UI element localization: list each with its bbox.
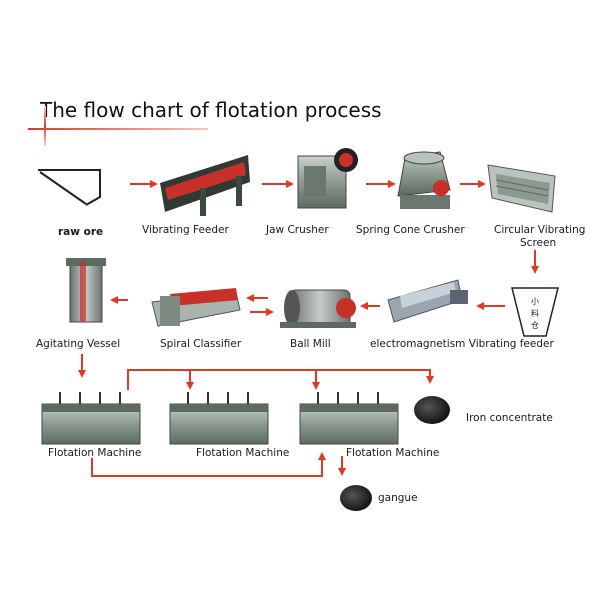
jaw-crusher-icon bbox=[297, 148, 358, 209]
cone-crusher-icon bbox=[397, 151, 451, 209]
feed-bin-icon: 小 料 仓 bbox=[511, 287, 559, 337]
label-electromagnetism-vibrating-feeder: electromagnetism Vibrating feeder bbox=[370, 338, 554, 350]
label-raw-ore: raw ore bbox=[58, 226, 104, 238]
svg-text:小: 小 bbox=[531, 297, 539, 306]
label-spiral-classifier: Spiral Classifier bbox=[160, 338, 242, 350]
electromagnetic-feeder-icon bbox=[387, 279, 468, 323]
label-iron-concentrate: Iron concentrate bbox=[466, 412, 553, 424]
label-circular-vibrating-screen: Circular Vibrating bbox=[494, 224, 586, 236]
raw-ore-hopper-icon bbox=[38, 169, 101, 206]
svg-text:仓: 仓 bbox=[531, 320, 539, 330]
gangue-pile-icon bbox=[340, 485, 372, 511]
flotation-machine-3-icon bbox=[299, 392, 399, 445]
page-title: The flow chart of flotation process bbox=[40, 98, 382, 122]
label-flotation-machine-2: Flotation Machine bbox=[196, 447, 290, 459]
label-spring-cone-crusher: Spring Cone Crusher bbox=[356, 224, 465, 236]
vibrating-feeder-icon bbox=[160, 155, 250, 216]
label-flotation-machine-1: Flotation Machine bbox=[48, 447, 142, 459]
flow-arrow bbox=[127, 369, 434, 390]
label-flotation-machine-3: Flotation Machine bbox=[346, 447, 440, 459]
flotation-machine-1-icon bbox=[41, 392, 141, 445]
flow-arrow bbox=[91, 452, 326, 477]
title-underline bbox=[28, 128, 208, 130]
ball-mill-icon bbox=[280, 289, 356, 328]
label-ball-mill: Ball Mill bbox=[290, 338, 331, 350]
svg-text:料: 料 bbox=[531, 308, 539, 318]
label-agitating-vessel: Agitating Vessel bbox=[36, 338, 121, 350]
label-vibrating-feeder: Vibrating Feeder bbox=[142, 224, 229, 236]
title-accent-line bbox=[44, 106, 46, 146]
spiral-classifier-icon bbox=[151, 288, 241, 327]
iron-concentrate-pile-icon bbox=[414, 396, 450, 424]
agitating-vessel-icon bbox=[66, 258, 106, 323]
label-gangue: gangue bbox=[378, 492, 418, 504]
vibrating-screen-icon bbox=[487, 164, 556, 213]
label-jaw-crusher: Jaw Crusher bbox=[266, 224, 329, 236]
flotation-machine-2-icon bbox=[169, 392, 269, 445]
label-circular-vibrating-screen-2: Screen bbox=[520, 237, 557, 249]
